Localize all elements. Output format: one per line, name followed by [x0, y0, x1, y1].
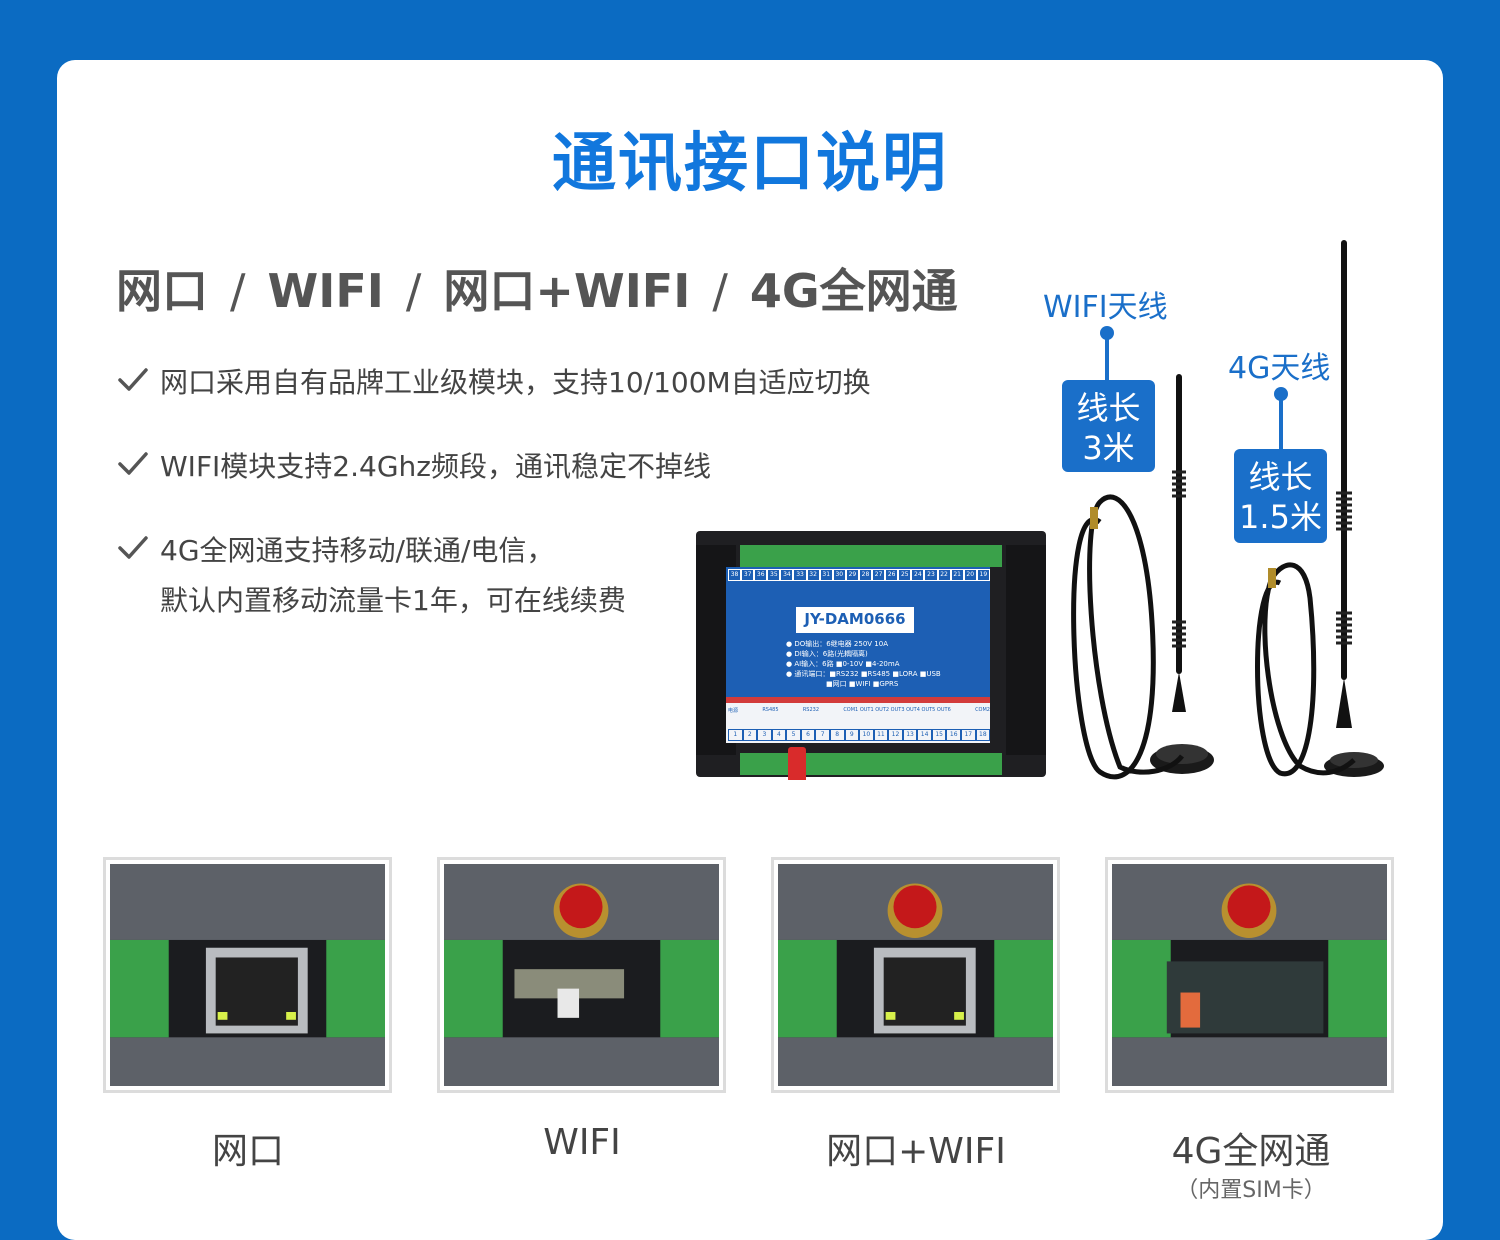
option-caption-wifi: WIFI [543, 1122, 621, 1163]
terminal-number: 30 [832, 569, 846, 581]
4g-antenna-image [1255, 240, 1384, 777]
subtitle-separator: / [230, 264, 246, 318]
terminal-number: 32 [806, 569, 820, 581]
device-spec-list: ● DO输出：6继电器 250V 10A ● DI输入：6路(光耦隔离) ● A… [786, 639, 986, 689]
feature-text: 默认内置移动流量卡1年，可在线续费 [160, 584, 626, 617]
4g-length-line1: 线长 [1248, 458, 1313, 496]
terminal-number: 6 [800, 729, 816, 741]
wifi-cable-length-badge: 线长 3米 [1062, 380, 1155, 472]
device-spec-line: ● DO输出：6继电器 250V 10A [786, 640, 888, 648]
terminal-number: 22 [937, 569, 951, 581]
terminal-number: 31 [819, 569, 833, 581]
terminal-number: 16 [946, 729, 961, 741]
terminal-number: 17 [961, 729, 976, 741]
feature-text: 4G全网通支持移动/联通/电信， [160, 534, 555, 567]
terminal-number: 15 [931, 729, 947, 741]
terminal-number: 28 [858, 569, 873, 581]
option-caption-ethernet: 网口 [211, 1131, 284, 1172]
terminal-number: 14 [917, 729, 932, 741]
ethernet-wifi-module-photo [771, 857, 1060, 1093]
subtitle-item-ethernet: 网口 [116, 264, 208, 318]
terminal-number: 13 [902, 729, 918, 741]
terminal-number: 11 [873, 729, 889, 741]
terminal-number: 10 [859, 729, 874, 741]
option-caption-ethernet-wifi: 网口+WIFI [826, 1131, 1006, 1172]
wifi-antenna-label: WIFI天线 [1043, 290, 1168, 325]
terminal-number: 27 [872, 569, 886, 581]
subtitle-item-4g: 4G全网通 [749, 264, 958, 318]
feature-item: 网口采用自有品牌工业级模块，支持10/100M自适应切换 [116, 358, 871, 408]
terminal-number: 37 [741, 569, 755, 581]
terminal-number: 23 [924, 569, 938, 581]
terminal-number: 19 [976, 569, 990, 581]
feature-text: 网口采用自有品牌工业级模块，支持10/100M自适应切换 [160, 366, 871, 399]
terminal-number: 35 [767, 569, 781, 581]
terminal-number: 5 [786, 729, 801, 741]
feature-list: 网口采用自有品牌工业级模块，支持10/100M自适应切换 WIFI模块支持2.4… [116, 358, 871, 660]
terminal-number: 1 [728, 729, 743, 741]
terminal-number: 38 [728, 569, 742, 581]
wifi-module-photo [437, 857, 726, 1093]
terminal-number: 29 [845, 569, 859, 581]
terminal-number: 9 [844, 729, 860, 741]
subtitle-item-wifi: WIFI [267, 264, 384, 318]
option-caption-4g: 4G全网通 [1171, 1131, 1331, 1172]
terminal-number: 25 [898, 569, 912, 581]
4g-length-line2: 1.5米 [1239, 498, 1322, 536]
terminal-number: 4 [771, 729, 787, 741]
wifi-label-connector [1105, 333, 1109, 381]
4g-antenna-label: 4G天线 [1228, 351, 1331, 386]
terminal-number: 24 [911, 569, 925, 581]
interface-options-subtitle: 网口 / WIFI / 网口+WIFI / 4G全网通 [116, 255, 958, 321]
checkmark-icon [118, 452, 148, 475]
terminal-number: 18 [975, 729, 991, 741]
terminal-label: RS485 [762, 707, 779, 713]
wifi-antenna-image [1071, 374, 1214, 780]
device-spec-line: ■网口 ■WIFI ■GPRS [826, 680, 899, 688]
wifi-length-line1: 线长 [1076, 389, 1141, 427]
device-spec-line: ● 通讯端口：■RS232 ■RS485 ■LORA ■USB [786, 670, 941, 678]
terminal-number: 20 [963, 569, 977, 581]
controller-device-image: JY-DAM0666 ● DO输出：6继电器 250V 10A ● DI输入：6… [696, 527, 1046, 783]
checkmark-icon [118, 368, 148, 391]
ethernet-module-photo [103, 857, 392, 1093]
terminal-label: COM2 [975, 707, 990, 713]
option-subcaption-4g: （内置SIM卡） [1176, 1178, 1326, 1203]
device-spec-line: ● AI输入：6路 ■0-10V ■4-20mA [786, 660, 900, 668]
terminal-number: 12 [888, 729, 903, 741]
device-spec-line: ● DI输入：6路(光耦隔离) [786, 650, 868, 658]
subtitle-separator: / [712, 264, 728, 318]
terminal-number: 36 [754, 569, 768, 581]
terminal-number: 7 [815, 729, 830, 741]
terminal-number: 21 [950, 569, 964, 581]
4g-label-connector [1279, 394, 1283, 450]
terminal-number: 3 [757, 729, 772, 741]
terminal-label: RS232 [802, 707, 820, 713]
4g-module-photo [1105, 857, 1394, 1093]
terminal-number: 34 [780, 569, 794, 581]
terminal-number: 2 [742, 729, 758, 741]
feature-text: WIFI模块支持2.4Ghz频段，通讯稳定不掉线 [160, 450, 711, 483]
feature-item: 4G全网通支持移动/联通/电信， 默认内置移动流量卡1年，可在线续费 [116, 526, 871, 626]
wifi-length-line2: 3米 [1082, 429, 1135, 467]
terminal-number: 8 [829, 729, 845, 741]
subtitle-item-ethernet-wifi: 网口+WIFI [443, 264, 691, 318]
feature-item: WIFI模块支持2.4Ghz频段，通讯稳定不掉线 [116, 442, 871, 492]
terminal-label: 电源 [728, 708, 739, 714]
page-title: 通讯接口说明 [552, 127, 948, 201]
device-model-label: JY-DAM0666 [804, 610, 906, 628]
terminal-number: 26 [885, 569, 899, 581]
bottom-terminal-labels: 电源 RS485 RS232 COM1 OUT1 OUT2 OUT3 OUT4 … [728, 707, 990, 714]
subtitle-separator: / [405, 264, 422, 318]
4g-cable-length-badge: 线长 1.5米 [1234, 449, 1327, 543]
terminal-label: COM1 OUT1 OUT2 OUT3 OUT4 OUT5 OUT6 [843, 707, 951, 713]
checkmark-icon [118, 536, 148, 559]
terminal-number: 33 [793, 569, 807, 581]
